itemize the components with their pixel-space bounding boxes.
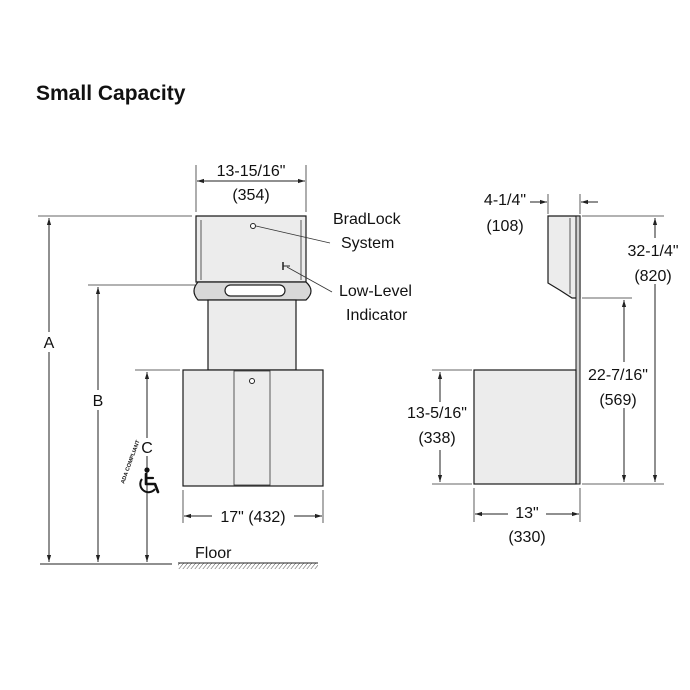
width-bottom: 17" (432) (220, 509, 285, 526)
callout-bradlock-line1: BradLock (333, 211, 402, 228)
dim-a-label: A (44, 335, 55, 352)
height-cabinet-metric: (338) (418, 430, 455, 447)
height-cabinet-imperial: 13-5/16" (407, 405, 467, 422)
height-mid-imperial: 22-7/16" (588, 367, 648, 384)
page-title: Small Capacity (36, 82, 186, 105)
side-cabinet (473, 369, 577, 485)
floor-hatch (178, 563, 318, 569)
floor-label: Floor (195, 545, 232, 562)
depth-top-metric: (108) (486, 218, 523, 235)
callout-lowlevel-line2: Indicator (346, 307, 408, 324)
width-top-imperial: 13-15/16" (217, 163, 286, 180)
dim-b-label: B (93, 393, 104, 410)
bradlock-dot (250, 223, 256, 229)
side-view: 4-1/4" (108) 32-1/4" (820) 22-7/16" (569… (400, 192, 686, 546)
depth-bottom-imperial: 13" (515, 505, 538, 522)
indicator-icon (282, 262, 290, 270)
width-top-metric: (354) (232, 187, 269, 204)
height-mid-metric: (569) (599, 392, 636, 409)
depth-bottom-metric: (330) (508, 529, 545, 546)
callout-lowlevel-line1: Low-Level (339, 283, 412, 300)
front-view: 13-15/16" (354) BradLock System Low-Leve… (38, 163, 412, 569)
wheelchair-icon (139, 467, 160, 494)
ada-text: ADA COMPLIANT (120, 439, 142, 485)
neck (207, 299, 297, 371)
callout-bradlock-line2: System (341, 235, 394, 252)
cabinet (182, 369, 324, 487)
height-total-imperial: 32-1/4" (627, 243, 678, 260)
wall-plate (575, 215, 581, 485)
side-head (547, 215, 581, 299)
height-total-metric: (820) (634, 268, 671, 285)
depth-top-imperial: 4-1/4" (484, 192, 526, 209)
dim-c-label: C (141, 440, 153, 457)
